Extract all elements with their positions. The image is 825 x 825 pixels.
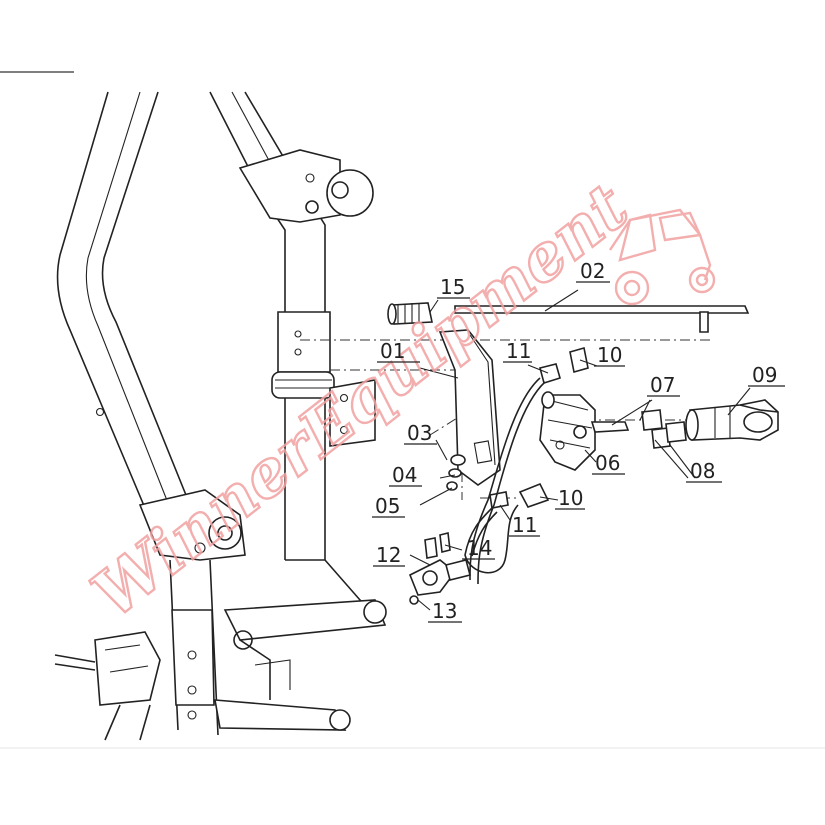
part-09-quick-coupler — [685, 399, 779, 441]
label-04: 04 — [392, 463, 417, 487]
label-10-upper: 10 — [597, 343, 622, 367]
part-labels: 15 02 01 11 10 07 09 03 06 08 04 10 05 1… — [372, 259, 785, 623]
label-06: 06 — [595, 451, 620, 475]
label-13: 13 — [432, 599, 457, 623]
part-01-lever-plate — [438, 329, 501, 486]
label-05: 05 — [375, 494, 400, 518]
part-03-04-05-spring-washers — [446, 454, 466, 491]
label-15: 15 — [440, 275, 465, 299]
label-08: 08 — [690, 459, 715, 483]
part-08-fittings — [651, 421, 687, 449]
loader-frame — [54, 91, 387, 741]
leader-lines — [409, 289, 751, 611]
label-02: 02 — [580, 259, 605, 283]
label-03: 03 — [407, 421, 432, 445]
part-06-control-valve — [539, 391, 596, 471]
part-07-connector — [590, 409, 663, 433]
label-12: 12 — [376, 543, 401, 567]
label-10-lower: 10 — [558, 486, 583, 510]
label-11-upper: 11 — [506, 339, 531, 363]
part-15-handle-grip — [387, 302, 433, 325]
label-07: 07 — [650, 373, 675, 397]
label-01: 01 — [380, 339, 405, 363]
label-09: 09 — [752, 363, 777, 387]
part-02-control-rod — [454, 305, 750, 333]
label-11-lower: 11 — [512, 513, 537, 537]
watermark-tractor-icon — [609, 208, 716, 306]
label-14: 14 — [467, 536, 492, 560]
part-12-13-14-lower-fittings — [408, 532, 471, 605]
